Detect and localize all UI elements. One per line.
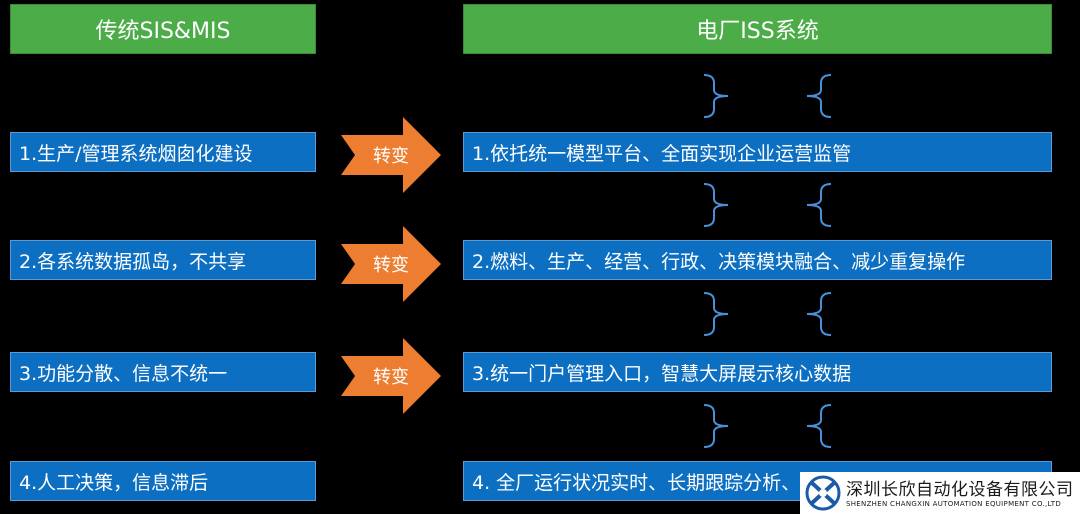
left-brace-icon — [806, 292, 832, 336]
company-name-cn: 深圳长欣自动化设备有限公司 — [846, 480, 1074, 500]
arrow-shape — [341, 226, 441, 302]
left-item-1: 1.生产/管理系统烟囱化建设 — [10, 132, 316, 172]
right-item-2: 2.燃料、生产、经营、行政、决策模块融合、减少重复操作 — [463, 240, 1052, 280]
right-item-1: 1.依托统一模型平台、全面实现企业运营监管 — [463, 132, 1052, 172]
left-brace-icon — [806, 74, 832, 118]
company-name-en: SHENZHEN CHANGXIN AUTOMATION EQUIPMENT C… — [846, 500, 1062, 508]
right-brace-icon — [703, 74, 729, 118]
right-brace-icon — [703, 292, 729, 336]
right-brace-icon — [703, 404, 729, 448]
arrow-label: 转变 — [373, 146, 409, 167]
arrow-shape — [341, 117, 441, 193]
transform-arrow-2: 转变 — [341, 226, 441, 302]
company-logo: 深圳长欣自动化设备有限公司 SHENZHEN CHANGXIN AUTOMATI… — [800, 472, 1080, 514]
transform-arrow-3: 转变 — [341, 338, 441, 414]
right-brace-icon — [703, 183, 729, 227]
left-item-4: 4.人工决策，信息滞后 — [10, 461, 316, 501]
left-item-3: 3.功能分散、信息不统一 — [10, 352, 316, 392]
left-item-2: 2.各系统数据孤岛，不共享 — [10, 240, 316, 280]
arrow-label: 转变 — [373, 367, 409, 388]
left-brace-icon — [806, 183, 832, 227]
transform-arrow-1: 转变 — [341, 117, 441, 193]
left-brace-icon — [806, 404, 832, 448]
right-item-3: 3.统一门户管理入口，智慧大屏展示核心数据 — [463, 352, 1052, 392]
arrow-label: 转变 — [373, 255, 409, 276]
left-header: 传统SIS&MIS — [10, 4, 316, 54]
arrow-shape — [341, 338, 441, 414]
company-logo-mark-icon — [805, 475, 841, 511]
right-header: 电厂ISS系统 — [463, 4, 1052, 54]
